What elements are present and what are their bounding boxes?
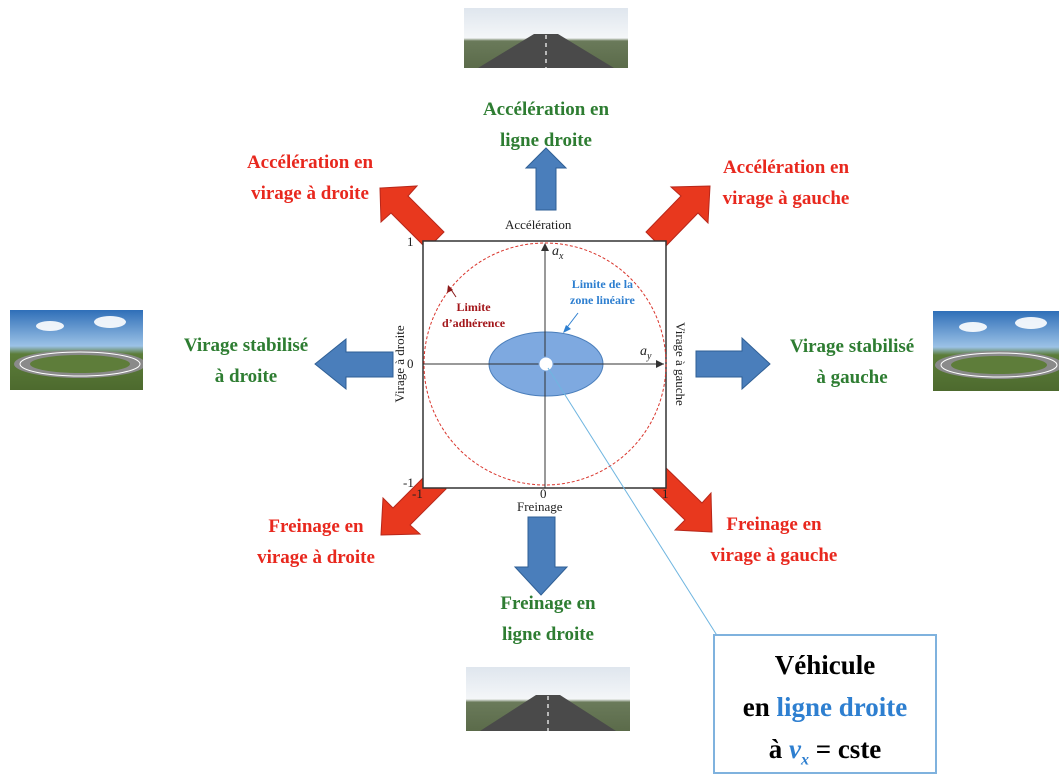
axis-label-left: Virage à droite: [392, 325, 407, 403]
info-line-3: à vx = cste: [768, 734, 882, 769]
axis-label-top: Accélération: [505, 217, 572, 232]
tick-bottom-zero: 0: [540, 486, 547, 501]
info-line-1: Véhicule: [774, 650, 876, 680]
tick-right-1: 1: [662, 486, 669, 501]
info-line-2: en ligne droite: [742, 692, 908, 722]
road-photo-bottom: [466, 667, 630, 731]
axis-label-right: Virage à gauche: [673, 322, 688, 406]
tick-left-zero: 0: [407, 356, 414, 371]
adherence-limit-circle: [423, 242, 667, 486]
axis-label-bottom: Freinage: [517, 499, 563, 514]
tick-minus-1-bottom: -1: [412, 486, 423, 501]
track-photo-right: [933, 311, 1059, 391]
tick-top: 1: [407, 234, 414, 249]
y-axis-var: ax: [552, 244, 564, 262]
arrow-right-blue: [695, 336, 771, 391]
road-photo-top: [464, 8, 628, 68]
tick-minus-1-left: -1: [403, 475, 414, 490]
arrow-down-blue: [513, 516, 569, 596]
arrow-left-blue: [314, 337, 394, 391]
vehicle-info-box: Véhicule en ligne droite à vx = cste: [713, 634, 937, 774]
track-photo-left: [10, 310, 143, 390]
operating-point: [538, 356, 554, 372]
x-axis-var: ay: [640, 344, 652, 362]
callout-line: [547, 367, 719, 638]
arrow-up-blue: [524, 147, 568, 211]
